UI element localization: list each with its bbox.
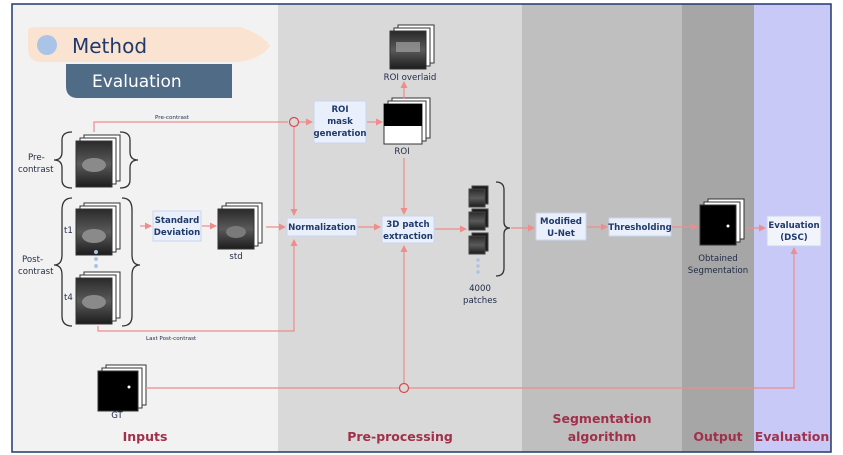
- normalization-label: Normalization: [288, 223, 356, 233]
- thresholding-node: [608, 217, 672, 237]
- method-pill: [28, 27, 270, 62]
- eval-dsc-label-1: Evaluation: [768, 221, 819, 231]
- t4-label: t4: [64, 293, 73, 303]
- gt-image-stack: [97, 364, 147, 412]
- method-label: Method: [72, 34, 147, 58]
- post-contrast-brace-right: [121, 197, 141, 327]
- eval-dsc-node: [766, 215, 822, 247]
- connectors: [93, 81, 798, 394]
- post-contrast-label-2: contrast: [18, 267, 54, 277]
- roi-overlaid-label: ROI overlaid: [384, 73, 437, 83]
- unet-node: [535, 212, 587, 241]
- gt-label: GT: [111, 411, 123, 421]
- section-label-evaluation: Evaluation: [755, 429, 830, 444]
- method-bullet-icon: [37, 35, 57, 55]
- std-dev-label-2: Deviation: [154, 228, 200, 238]
- std-label: std: [229, 252, 242, 262]
- t1-image-stack: [75, 202, 121, 256]
- obtained-segmentation-stack: [699, 198, 745, 246]
- roi-mask-label-2: mask: [327, 117, 353, 127]
- roi-mask-label-1: ROI: [331, 105, 348, 115]
- patches-label-1: 4000: [469, 284, 491, 294]
- pre-contrast-arrow-label: Pre-contrast: [155, 115, 190, 121]
- obtained-label-2: Segmentation: [688, 266, 748, 276]
- patch-extraction-node: [381, 215, 435, 244]
- patch-extraction-label-1: 3D patch: [386, 220, 429, 230]
- obtained-label-1: Obtained: [698, 254, 737, 264]
- ellipsis-dots: [94, 250, 98, 268]
- std-dev-label-1: Standard: [155, 216, 200, 226]
- patches-brace: [495, 181, 511, 277]
- roi-mask-label-3: generation: [313, 129, 366, 139]
- section-label-output: Output: [693, 429, 742, 444]
- post-contrast-brace: [53, 197, 73, 327]
- roi-overlaid-image-stack: [389, 24, 435, 70]
- patch-extraction-label-2: extraction: [383, 232, 433, 242]
- unet-label-2: U-Net: [547, 229, 575, 239]
- section-label-inputs: Inputs: [123, 429, 168, 444]
- roi-image-stack: [383, 97, 431, 145]
- roi-mask-node: [313, 100, 367, 144]
- roi-label: ROI: [394, 147, 409, 157]
- pre-contrast-label-1: Pre-: [28, 153, 45, 163]
- std-image-stack: [217, 202, 263, 250]
- last-post-contrast-arrow-label: Last Post-contrast: [146, 336, 197, 342]
- std-dev-node: [152, 210, 202, 242]
- t4-image-stack: [75, 271, 121, 325]
- section-label-preprocessing: Pre-processing: [347, 429, 453, 444]
- section-label-segmentation-2: algorithm: [568, 429, 637, 444]
- patches-image-stack: [468, 185, 489, 274]
- thresholding-label: Thresholding: [608, 223, 672, 233]
- evaluation-label: Evaluation: [92, 72, 182, 92]
- t1-label: t1: [64, 226, 73, 236]
- normalization-node: [286, 217, 358, 237]
- post-contrast-label-1: Post-: [22, 255, 43, 265]
- pre-contrast-image-stack: [75, 134, 121, 188]
- patches-label-2: patches: [463, 296, 498, 306]
- pre-contrast-brace: [53, 131, 73, 189]
- unet-label-1: Modified: [540, 217, 582, 227]
- section-label-segmentation-1: Segmentation: [553, 411, 652, 426]
- pre-contrast-label-2: contrast: [18, 165, 54, 175]
- evaluation-pill: [66, 64, 232, 98]
- diagram-border: [11, 3, 832, 453]
- pre-contrast-brace-right: [119, 131, 139, 189]
- eval-dsc-label-2: (DSC): [780, 233, 808, 243]
